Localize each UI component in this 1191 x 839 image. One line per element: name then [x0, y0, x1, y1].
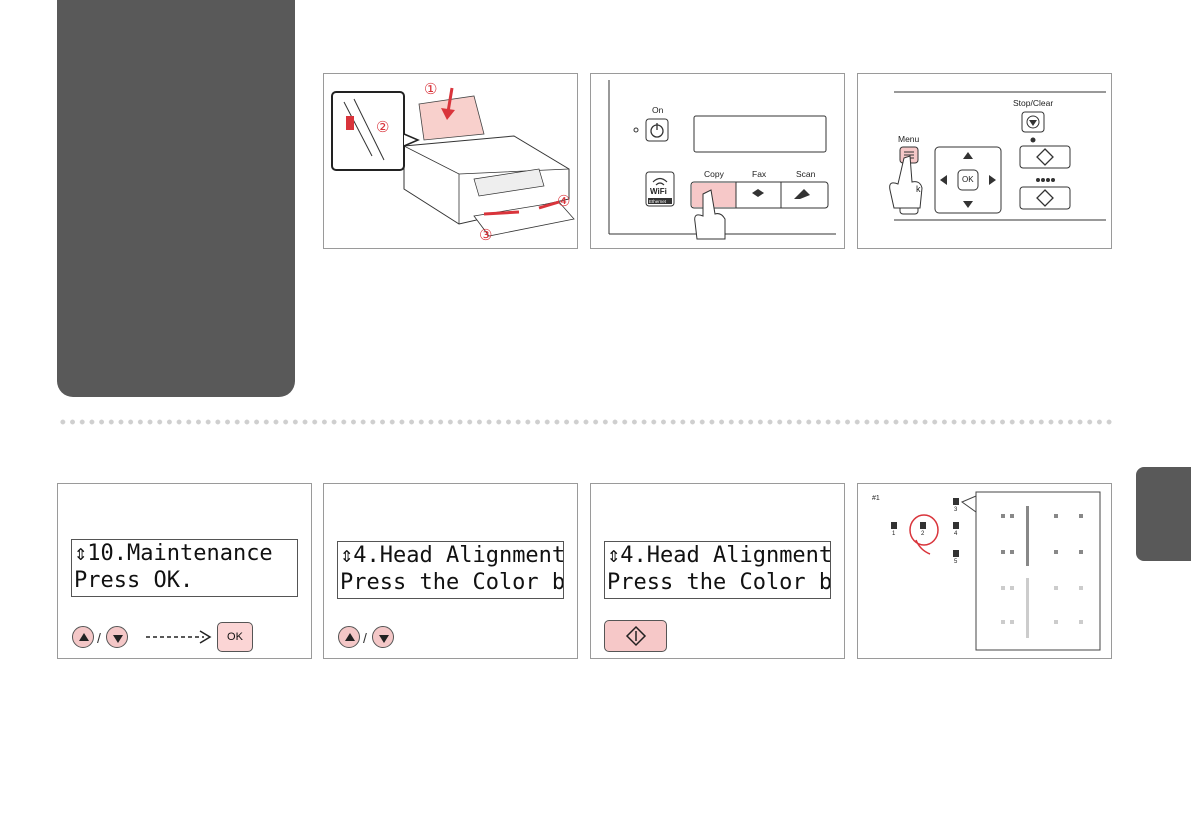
lcd-display-3: ⇕4.Head Alignment Press the Color bu [604, 541, 831, 599]
up-arrow-button[interactable] [338, 626, 360, 648]
illustration-load-paper: ① ② ③ ④ [323, 73, 578, 249]
lcd-display-2: ⇕4.Head Alignment Press the Color bu [337, 541, 564, 599]
step-panel-4: #1 1 2 3 4 5 [857, 483, 1112, 659]
on-label: On [652, 105, 664, 115]
scan-label: Scan [796, 169, 816, 179]
ok-label: OK [962, 175, 974, 184]
down-arrow-icon [379, 635, 389, 643]
control-panel-illustration [608, 80, 836, 240]
side-color-block [57, 0, 295, 397]
alignment-pattern-illustration [891, 491, 1101, 651]
color-start-icon [625, 625, 647, 647]
fax-label: Fax [752, 169, 767, 179]
printer-illustration [331, 87, 575, 237]
pattern-number-4: 4 [954, 531, 958, 537]
dotted-separator [58, 418, 1113, 426]
up-arrow-icon [79, 633, 89, 641]
illustration-copy-button: On Copy Fax Scan WiFi Ethernet [590, 73, 845, 249]
slash-separator: / [363, 630, 367, 646]
step-panel-1: ⇕10.Maintenance Press OK. / OK [57, 483, 312, 659]
scroll-arrows-icon: ⇕ [340, 543, 354, 568]
lcd-line-1: 4.Head Alignment [620, 543, 831, 568]
ok-button[interactable]: OK [217, 622, 253, 652]
step-number-1: ① [424, 81, 438, 98]
step-number-3: ③ [479, 227, 493, 244]
step-panel-2: ⇕4.Head Alignment Press the Color bu / [323, 483, 578, 659]
pattern-number-5: 5 [954, 559, 958, 565]
menu-label: Menu [898, 134, 920, 144]
up-arrow-button[interactable] [72, 626, 94, 648]
pattern-number-3: 3 [954, 507, 958, 513]
lcd-line-1: 4.Head Alignment [353, 543, 564, 568]
pattern-number-1: 1 [892, 531, 896, 537]
illustration-menu-button: Menu Stop/Clear OK k [857, 73, 1112, 249]
copy-label: Copy [704, 169, 724, 179]
lcd-line-2: Press OK. [74, 568, 194, 593]
pattern-number-2: 2 [921, 531, 925, 537]
step-panel-3: ⇕4.Head Alignment Press the Color bu [590, 483, 845, 659]
menu-panel-illustration [889, 91, 1106, 221]
scroll-arrows-icon: ⇕ [74, 541, 88, 566]
ethernet-label: Ethernet [649, 199, 667, 204]
slash-separator: / [97, 630, 101, 646]
down-arrow-button[interactable] [106, 626, 128, 648]
stop-clear-label: Stop/Clear [1013, 98, 1054, 108]
dashed-arrow-icon [146, 630, 212, 644]
down-arrow-icon [113, 635, 123, 643]
lcd-line-2: Press the Color bu [340, 570, 564, 595]
wifi-label: WiFi [650, 187, 667, 196]
lcd-line-1: 10.Maintenance [87, 541, 273, 566]
sheet-label: #1 [872, 495, 880, 502]
section-tab [1136, 467, 1191, 561]
lcd-line-2: Press the Color bu [607, 570, 831, 595]
scroll-arrows-icon: ⇕ [607, 543, 621, 568]
lcd-display-1: ⇕10.Maintenance Press OK. [71, 539, 298, 597]
back-label: k [916, 184, 921, 194]
step-number-2: ② [376, 119, 390, 136]
step-number-4: ④ [557, 193, 571, 210]
color-start-button[interactable] [604, 620, 667, 652]
down-arrow-button[interactable] [372, 626, 394, 648]
up-arrow-icon [345, 633, 355, 641]
